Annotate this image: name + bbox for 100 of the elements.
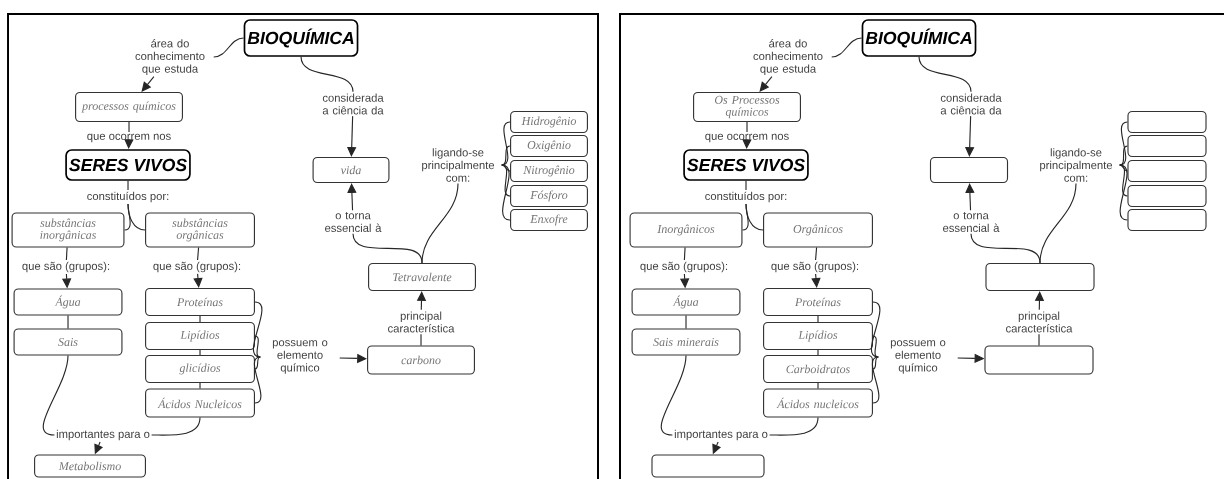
connector-line	[199, 315, 201, 323]
linking-phrase: que ocorrem nos	[87, 133, 171, 143]
connector-line	[199, 382, 201, 389]
connector-line	[127, 180, 129, 191]
connector-line	[685, 315, 687, 329]
concept-box: processos químicos	[75, 91, 183, 123]
concept-box: Oxigênio	[510, 134, 588, 158]
linking-phrase: que são (grupos):	[640, 261, 728, 273]
concept-box: glicídios	[145, 354, 255, 384]
linking-phrase: que são (grupos):	[771, 261, 859, 273]
connector-line	[65, 247, 68, 261]
connector-line	[254, 356, 261, 370]
connector-line	[872, 356, 879, 370]
linking-phrase: que são (grupos):	[22, 261, 110, 273]
concept-box: substâncias orgânicas	[145, 212, 255, 248]
empty-box	[1127, 134, 1207, 158]
connector-line	[213, 37, 245, 58]
connector-line	[501, 121, 511, 166]
linking-phrase: considerada a ciência da	[940, 93, 1002, 115]
connector-line	[501, 164, 511, 197]
connector-line	[660, 355, 687, 436]
concept-box: Os Processos químicos	[693, 91, 801, 123]
arrow	[141, 76, 155, 92]
empty-box	[1127, 184, 1207, 208]
connector-line	[745, 180, 747, 191]
connector-line	[1038, 333, 1040, 346]
concept-box: vida	[312, 156, 390, 184]
connector-line	[815, 247, 818, 261]
connector-line	[1119, 164, 1128, 172]
connector-line	[151, 417, 201, 436]
linking-phrase: principal característica	[1006, 311, 1073, 333]
empty-box	[651, 454, 765, 478]
connector-line	[872, 335, 879, 358]
linking-phrase: importantes para o	[674, 429, 768, 441]
linking-phrase: ligando-se principalmente com:	[422, 148, 495, 182]
concept-box: Água	[13, 288, 123, 316]
connector-line	[817, 349, 819, 356]
arrow	[965, 183, 975, 211]
arrow	[193, 273, 203, 288]
concept-box: Nitrogênio	[510, 159, 588, 183]
connector-line	[769, 417, 819, 436]
title-box: SERES VIVOS	[65, 149, 191, 181]
linking-phrase: ligando-se principalmente com:	[1040, 148, 1113, 182]
linking-phrase: que ocorrem nos	[705, 133, 789, 143]
concept-box: Sais	[13, 328, 123, 356]
linking-phrase: importantes para o	[56, 429, 150, 441]
connector-line	[501, 145, 511, 166]
concept-box: Lipídios	[145, 321, 255, 351]
concept-box: Orgânicos	[763, 212, 873, 248]
connector-line	[918, 56, 972, 93]
empty-box	[1127, 159, 1207, 183]
linking-phrase: principal característica	[388, 311, 455, 333]
empty-box	[1127, 208, 1207, 232]
concept-box: Metabolismo	[34, 454, 146, 478]
connector-line	[683, 247, 686, 261]
title-box: BIOQUÍMICA	[861, 19, 977, 57]
concept-box: Proteínas	[145, 287, 255, 317]
arrow	[347, 115, 357, 157]
linking-phrase: constituídos por:	[705, 191, 787, 203]
connector-line	[817, 382, 819, 389]
empty-box	[1127, 110, 1207, 134]
linking-phrase: possuem o elemento químico	[890, 340, 946, 374]
linking-phrase: que são (grupos):	[153, 261, 241, 273]
connector-line	[746, 121, 748, 133]
concept-box: carbono	[367, 345, 475, 375]
linking-phrase: área do conhecimento que estuda	[753, 39, 823, 75]
connector-line	[1119, 145, 1128, 166]
empty-box	[985, 262, 1095, 292]
linking-phrase: área do conhecimento que estuda	[135, 39, 205, 75]
empty-box	[929, 156, 1009, 184]
concept-box: Carboidratos	[763, 354, 873, 384]
concept-box: substâncias inorgânicas	[11, 212, 125, 248]
title-box: BIOQUÍMICA	[243, 19, 359, 57]
connector-line	[300, 56, 354, 93]
concept-box: Tetravalente	[368, 262, 476, 292]
connector-line	[1119, 164, 1128, 221]
title-box: SERES VIVOS	[683, 149, 809, 181]
concept-box: Proteínas	[763, 287, 873, 317]
connector-line	[1119, 164, 1128, 197]
connector-line	[254, 335, 261, 358]
linking-phrase: o torna essencial à	[943, 211, 1000, 232]
connector-line	[197, 247, 200, 261]
concept-box: Lipídios	[763, 321, 873, 351]
connector-line	[831, 37, 863, 58]
concept-box: Sais minerais	[631, 328, 741, 356]
empty-box	[984, 345, 1094, 375]
connector-line	[67, 315, 69, 329]
arrow	[759, 76, 773, 92]
arrow	[347, 183, 357, 211]
connector-line	[1039, 182, 1077, 264]
arrow	[811, 273, 821, 288]
connector-line	[745, 203, 764, 231]
connector-line	[501, 164, 511, 221]
connector-line	[420, 333, 422, 346]
concept-box: Fósforo	[510, 184, 588, 208]
concept-box: Hidrogênio	[510, 110, 588, 134]
linking-phrase: constituídos por:	[87, 191, 169, 203]
connector-line	[1119, 121, 1128, 166]
connector-line	[199, 349, 201, 356]
linking-phrase: possuem o elemento químico	[272, 340, 328, 374]
